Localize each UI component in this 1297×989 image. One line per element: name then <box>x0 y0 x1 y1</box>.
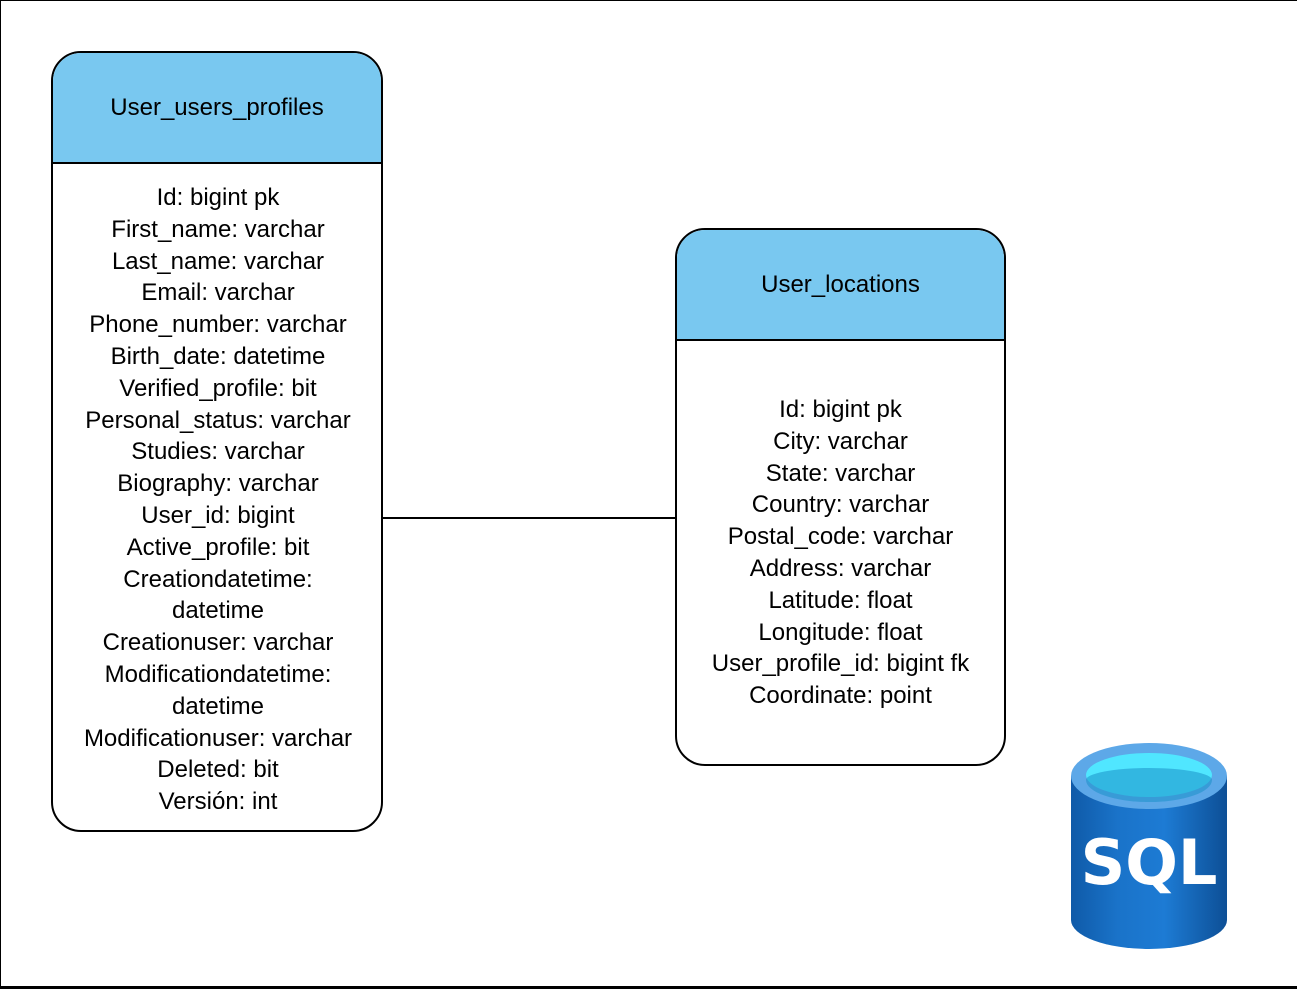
field: Country: varchar <box>751 491 930 519</box>
field: datetime <box>171 692 265 720</box>
field: Creationuser: varchar <box>102 629 334 657</box>
field: Verified_profile: bit <box>119 374 317 402</box>
field: Modificationuser: varchar <box>83 724 353 752</box>
field: Postal_code: varchar <box>727 523 954 551</box>
field: Deleted: bit <box>157 756 279 784</box>
logo-text: SQL <box>1081 826 1218 899</box>
field: Personal_status: varchar <box>85 406 351 434</box>
field: Latitude: float <box>768 586 913 614</box>
entity-title: User_locations <box>677 230 1004 341</box>
field: Active_profile: bit <box>126 533 310 561</box>
field: Coordinate: point <box>749 682 932 710</box>
field: datetime <box>171 597 265 625</box>
entity-user-locations[interactable]: User_locations Id: bigint pk City: varch… <box>675 228 1006 766</box>
field: Modificationdatetime: <box>104 660 332 688</box>
field: Longitude: float <box>758 618 923 646</box>
field: City: varchar <box>773 427 908 455</box>
field: Studies: varchar <box>131 438 305 466</box>
field: Creationdatetime: <box>123 565 313 593</box>
field-list: Id: bigint pk City: varchar State: varch… <box>677 341 1004 712</box>
field: User_profile_id: bigint fk <box>711 650 970 678</box>
field: First_name: varchar <box>111 215 325 243</box>
field: Last_name: varchar <box>111 247 325 275</box>
field: Birth_date: datetime <box>110 342 326 370</box>
field: Email: varchar <box>141 279 295 307</box>
field: Versión: int <box>158 788 278 816</box>
sql-database-icon: SQL <box>1071 743 1227 949</box>
relationship-connector <box>383 517 675 519</box>
field-list: Id: bigint pk First_name: varchar Last_n… <box>53 164 381 818</box>
field: Id: bigint pk <box>779 396 902 423</box>
field: User_id: bigint <box>141 501 295 529</box>
entity-user-users-profiles[interactable]: User_users_profiles Id: bigint pk First_… <box>51 51 383 832</box>
field: Id: bigint pk <box>156 184 280 211</box>
field: Phone_number: varchar <box>89 311 347 339</box>
entity-title: User_users_profiles <box>53 53 381 164</box>
field: State: varchar <box>765 459 916 487</box>
field: Address: varchar <box>749 554 932 582</box>
field: Biography: varchar <box>117 470 319 498</box>
